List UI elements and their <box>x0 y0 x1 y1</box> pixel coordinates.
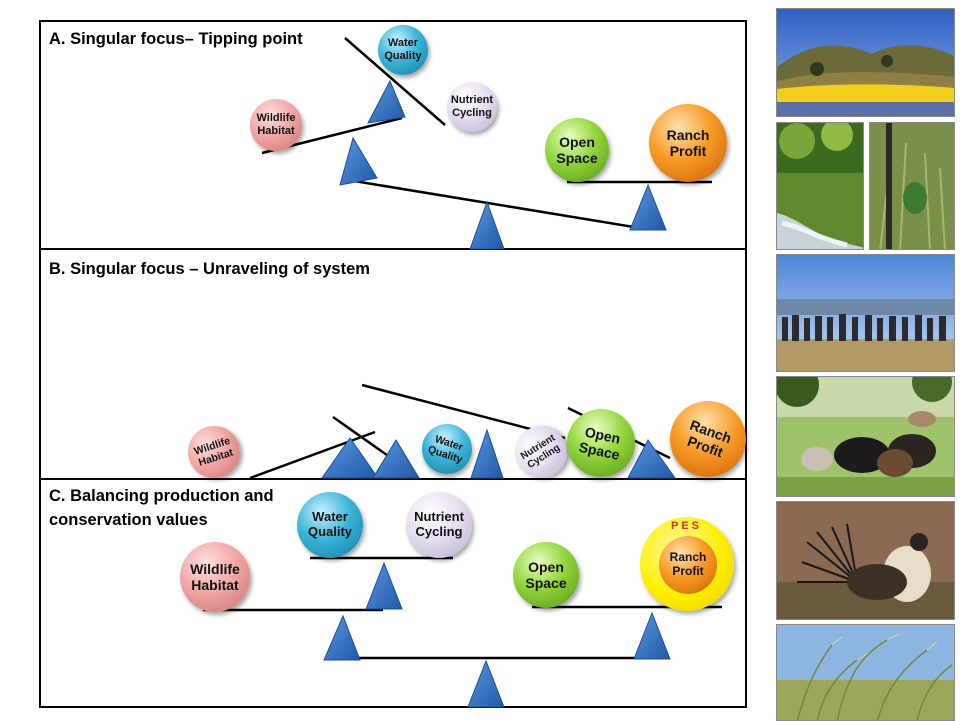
photo-crowd <box>776 254 955 372</box>
panel-c-title-line1: C. Balancing production and <box>49 487 274 505</box>
panel-c-title: C. Balancing production and conservation… <box>49 484 274 532</box>
photo-hills-wildflowers <box>776 8 955 117</box>
photo-grass <box>776 624 955 721</box>
photo-cattle <box>776 376 955 497</box>
panel-c-title-line2: conservation values <box>49 511 208 529</box>
panel-c: C. Balancing production and conservation… <box>39 478 747 708</box>
panel-b: B. Singular focus – Unraveling of system <box>39 248 747 480</box>
photo-sage-grouse <box>776 501 955 620</box>
panel-b-title: B. Singular focus – Unraveling of system <box>49 260 370 278</box>
photo-stream <box>776 122 864 250</box>
photo-plant <box>869 122 955 250</box>
pes-label: PES <box>671 520 703 532</box>
panel-a-title: A. Singular focus– Tipping point <box>49 30 303 48</box>
